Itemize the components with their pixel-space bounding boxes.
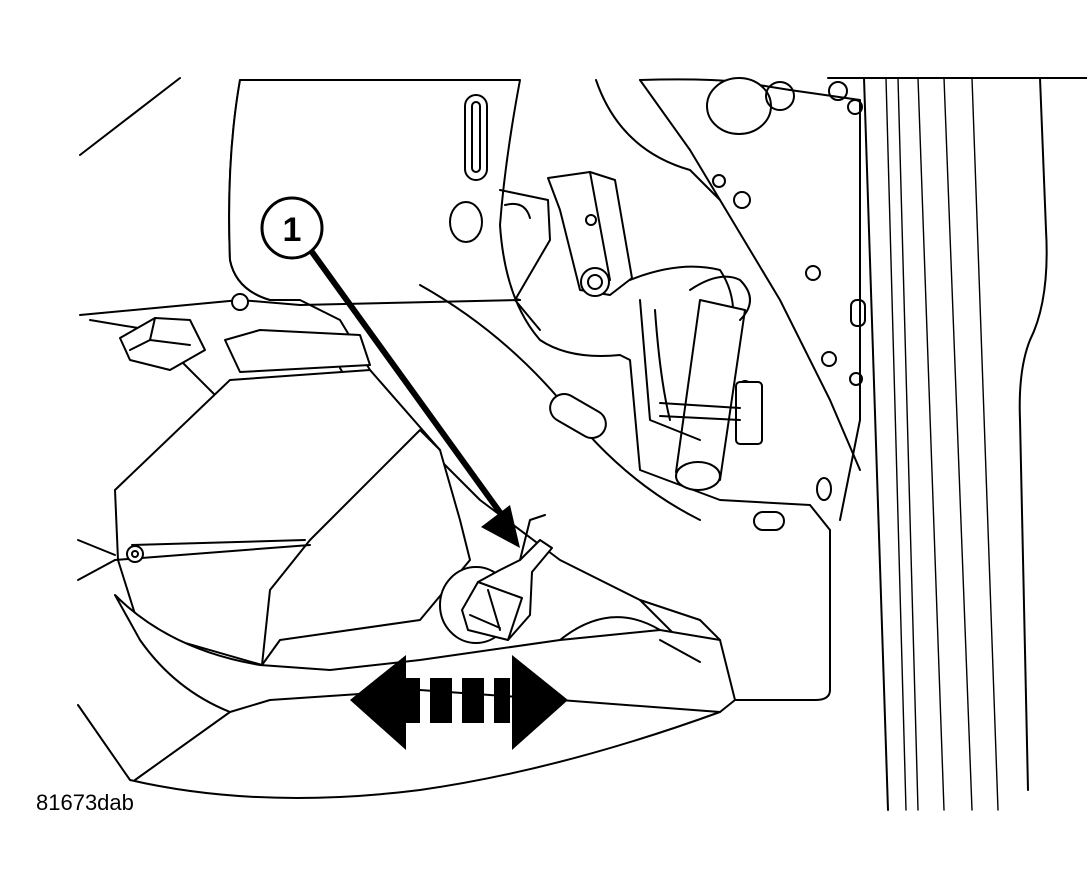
upper-left-structure — [79, 77, 521, 421]
fan-shroud — [228, 79, 831, 701]
callout-1: 1 — [260, 196, 520, 548]
clip-fastener — [439, 514, 553, 644]
air-deflector — [77, 369, 471, 666]
figure-id-label: 81673dab — [36, 790, 134, 815]
leader-arrowhead-icon — [481, 505, 520, 548]
callout-number: 1 — [283, 211, 302, 249]
lower-fascia — [77, 594, 736, 799]
leader-arrow-icon — [309, 249, 507, 521]
coolant-hose — [639, 275, 763, 491]
frame-rail — [827, 77, 1087, 811]
double-headed-arrow-icon — [350, 655, 568, 750]
mount-bracket — [499, 171, 735, 341]
